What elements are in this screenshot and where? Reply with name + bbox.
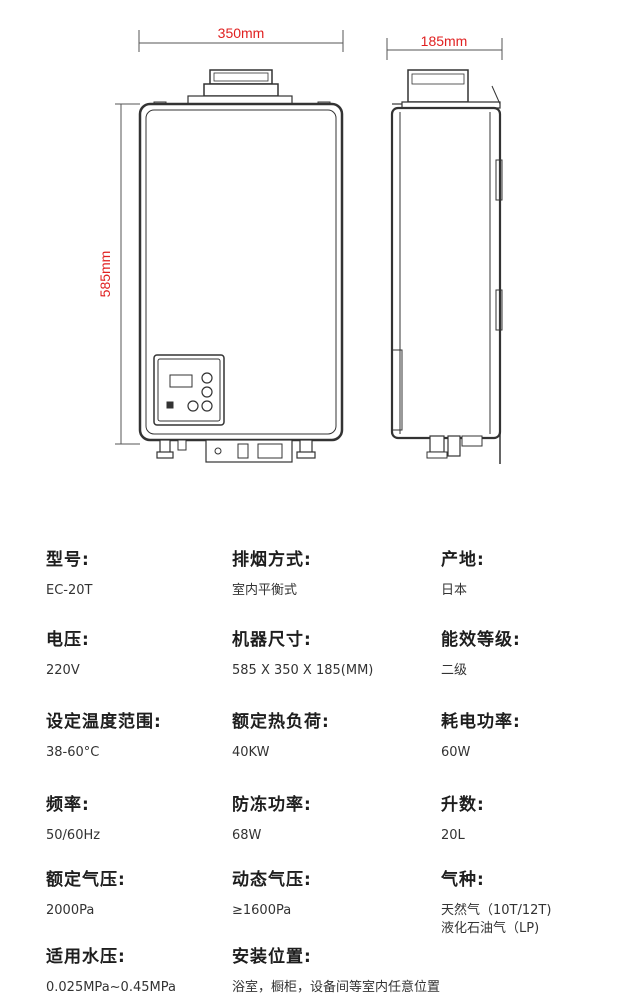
spec-label: 排烟方式: [232, 550, 312, 570]
gas-type-line: 液化石油气（LP) [441, 921, 540, 936]
spec-label: 额定热负荷: [232, 712, 330, 732]
spec-label: 设定温度范围: [46, 712, 162, 732]
width-label: 350mm [218, 25, 265, 41]
spec-value: 585 X 350 X 185(MM) [232, 663, 374, 678]
spec-value: ≥1600Pa [232, 903, 292, 918]
spec-label: 安装位置: [232, 947, 312, 967]
spec-label: 气种: [441, 870, 485, 890]
spec-value: 38-60°C [46, 745, 100, 760]
spec-exhaust-type: 排烟方式: 室内平衡式 [232, 545, 312, 600]
spec-dynamic-gas-pressure: 动态气压: ≥1600Pa [232, 865, 312, 920]
spec-origin: 产地: 日本 [441, 545, 485, 600]
spec-install-location: 安装位置: 浴室，橱柜，设备间等室内任意位置 [232, 942, 440, 997]
depth-dimension [386, 38, 503, 60]
spec-antifreeze-power: 防冻功率: 68W [232, 790, 312, 845]
spec-label: 型号: [46, 550, 90, 570]
spec-efficiency-grade: 能效等级: 二级 [441, 625, 521, 680]
spec-label: 防冻功率: [232, 795, 312, 815]
spec-label: 升数: [441, 795, 485, 815]
spec-value: 日本 [441, 583, 468, 598]
side-view [390, 69, 503, 464]
spec-value: 浴室，橱柜，设备间等室内任意位置 [232, 980, 441, 995]
height-dimension [115, 103, 140, 445]
spec-value: 二级 [441, 663, 468, 678]
spec-label: 能效等级: [441, 630, 521, 650]
spec-value: 天然气（10T/12T) 液化石油气（LP) [441, 902, 551, 938]
spec-value: 220V [46, 663, 80, 678]
heater-dimension-drawing: 350mm 585mm [97, 25, 503, 464]
spec-voltage: 电压: 220V [46, 625, 90, 680]
width-dimension [138, 30, 344, 52]
spec-value: 20L [441, 828, 465, 843]
spec-model: 型号: EC-20T [46, 545, 92, 600]
spec-label: 耗电功率: [441, 712, 521, 732]
spec-label: 机器尺寸: [232, 630, 312, 650]
front-view [138, 69, 344, 463]
depth-label: 185mm [421, 33, 468, 49]
spec-frequency: 频率: 50/60Hz [46, 790, 100, 845]
spec-temperature-range: 设定温度范围: 38-60°C [46, 707, 162, 762]
spec-label: 产地: [441, 550, 485, 570]
spec-capacity: 升数: 20L [441, 790, 485, 845]
spec-label: 电压: [46, 630, 90, 650]
spec-label: 动态气压: [232, 870, 312, 890]
height-label: 585mm [97, 251, 113, 298]
spec-value: 60W [441, 745, 471, 760]
spec-water-pressure: 适用水压: 0.025MPa~0.45MPa [46, 942, 176, 997]
gas-type-line: 天然气（10T/12T) [441, 903, 552, 918]
spec-gas-type: 气种: 天然气（10T/12T) 液化石油气（LP) [441, 865, 551, 938]
spec-rated-gas-pressure: 额定气压: 2000Pa [46, 865, 126, 920]
spec-value: 2000Pa [46, 903, 95, 918]
spec-value: 40KW [232, 745, 270, 760]
spec-value: 0.025MPa~0.45MPa [46, 980, 176, 995]
spec-power-consumption: 耗电功率: 60W [441, 707, 521, 762]
spec-dimensions: 机器尺寸: 585 X 350 X 185(MM) [232, 625, 373, 680]
spec-label: 适用水压: [46, 947, 126, 967]
spec-rated-heat-load: 额定热负荷: 40KW [232, 707, 330, 762]
spec-label: 额定气压: [46, 870, 126, 890]
spec-value: 50/60Hz [46, 828, 101, 843]
spec-value: 68W [232, 828, 262, 843]
spec-value: 室内平衡式 [232, 583, 298, 598]
spec-value: EC-20T [46, 583, 93, 598]
spec-label: 频率: [46, 795, 90, 815]
